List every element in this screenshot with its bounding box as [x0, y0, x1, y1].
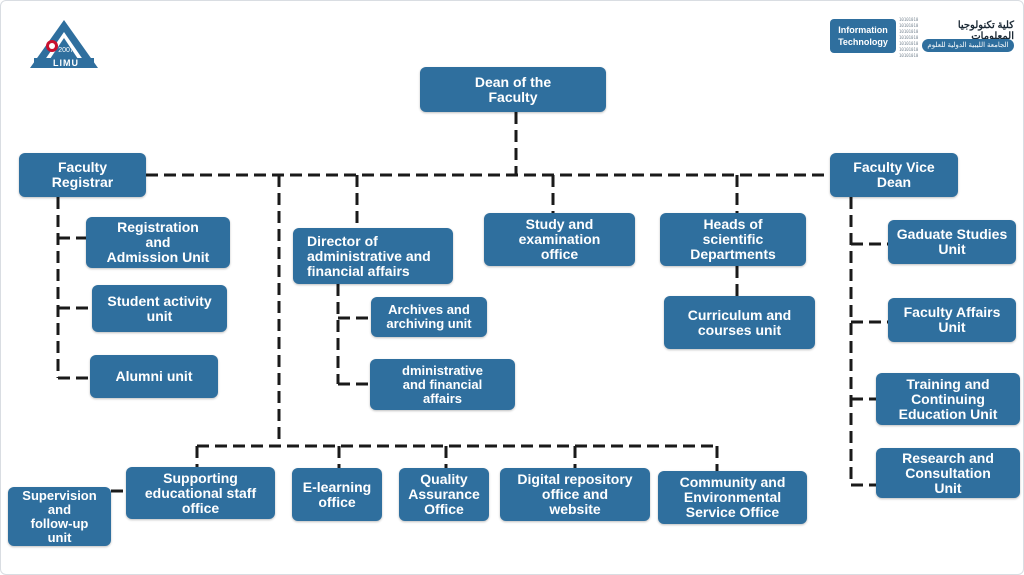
node-community-environmental: Community and Environmental Service Offi… [658, 471, 807, 524]
node-supporting-staff: Supporting educational staff office [126, 467, 275, 519]
binary-pattern: 10101010 10101010 10101010 10101010 1010… [899, 17, 919, 58]
node-dean: Dean of the Faculty [420, 67, 606, 112]
arabic-faculty-title: كلية تكنولوجيا المعلومات [957, 20, 1014, 42]
logo-year: 2007 [58, 47, 74, 54]
node-study-examination: Study and examination office [484, 213, 635, 266]
it-badge: Information Technology [830, 19, 896, 53]
node-digital-repository: Digital repository office and website [500, 468, 650, 521]
node-curriculum-courses: Curriculum and courses unit [664, 296, 815, 349]
node-graduate-studies: Gaduate Studies Unit [888, 220, 1016, 264]
logo-text: LIMU [53, 58, 79, 68]
node-faculty-registrar: Faculty Registrar [19, 153, 146, 197]
node-faculty-vice-dean: Faculty Vice Dean [830, 153, 958, 197]
node-admin-financial-affairs: dministrative and financial affairs [370, 359, 515, 410]
node-registration-admission: Registration and Admission Unit [86, 217, 230, 268]
node-research-consultation: Research and Consultation Unit [876, 448, 1020, 498]
node-alumni: Alumni unit [90, 355, 218, 398]
node-training-continuing: Training and Continuing Education Unit [876, 373, 1020, 425]
limu-logo [30, 20, 98, 68]
node-heads-departments: Heads of scientific Departments [660, 213, 806, 266]
node-archives: Archives and archiving unit [371, 297, 487, 337]
node-faculty-affairs: Faculty Affairs Unit [888, 298, 1016, 342]
node-student-activity: Student activity unit [92, 285, 227, 332]
node-quality-assurance: Quality Assurance Office [399, 468, 489, 521]
node-elearning: E-learning office [292, 468, 382, 521]
arabic-university-subtitle: الجامعة الليبية الدولية للعلوم الطبية [922, 39, 1014, 62]
node-supervision-followup: Supervision and follow-up unit [8, 487, 111, 546]
node-director-admin-financial: Director of administrative and financial… [293, 228, 453, 284]
